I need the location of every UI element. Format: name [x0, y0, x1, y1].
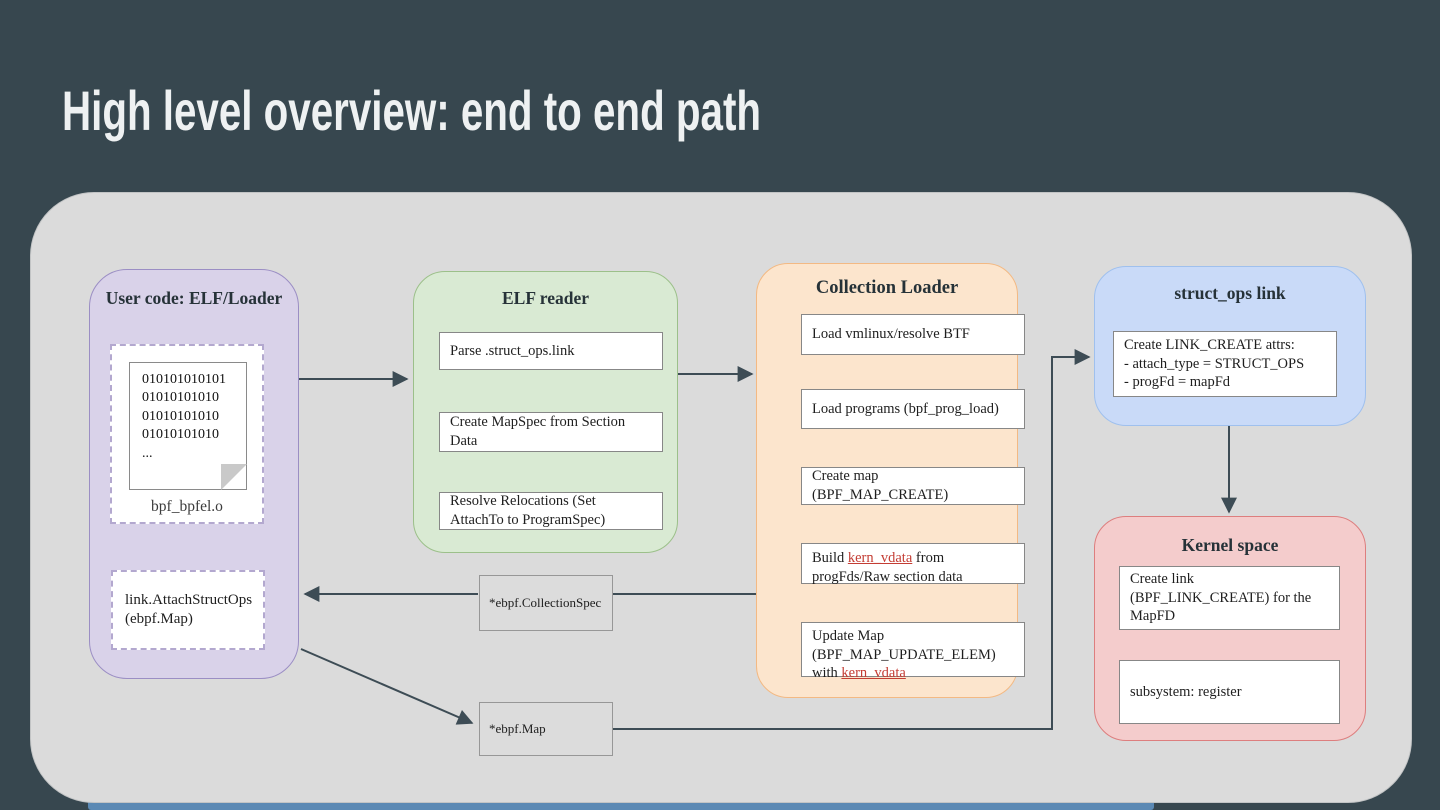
object-file-name: bpf_bpfel.o	[151, 498, 223, 515]
binary-content: 010101010101 01010101010 01010101010 010…	[142, 372, 226, 461]
group-collection-loader: Collection Loader Load vmlinux/resolve B…	[756, 263, 1025, 698]
group-user-code: User code: ELF/Loader 010101010101 01010…	[89, 269, 299, 679]
ebpf-map-node: *ebpf.Map	[479, 702, 613, 756]
slide-accent-bar	[88, 800, 1154, 810]
arrow-user-code-to-map	[300, 648, 474, 725]
cl-step-create-map: Create map (BPF_MAP_CREATE)	[801, 467, 1025, 505]
group-struct-ops-title: struct_ops link	[1174, 283, 1286, 303]
update-step-pre: Update Map (BPF_MAP_UPDATE_ELEM) with	[812, 628, 996, 682]
kern-vdata-link[interactable]: kern_vdata	[847, 550, 913, 566]
group-user-code-title: User code: ELF/Loader	[105, 288, 283, 308]
build-step-post: from progFds/Raw section data	[812, 550, 963, 585]
elf-step-relocations: Resolve Relocations (Set AttachTo to Pro…	[439, 492, 663, 530]
cl-step-load-btf: Load vmlinux/resolve BTF	[801, 314, 1025, 355]
link-create-attrs-node: Create LINK_CREATE attrs: - attach_type …	[1113, 331, 1337, 397]
kernel-step-create-link: Create link (BPF_LINK_CREATE) for the Ma…	[1119, 566, 1340, 630]
collectionspec-node: *ebpf.CollectionSpec	[479, 575, 613, 631]
group-kernel-space-title: Kernel space	[1181, 535, 1279, 555]
cl-step-build-vdata: Build kern_vdata from progFds/Raw sectio…	[801, 543, 1025, 585]
attach-struct-ops-node: link.AttachStructOps (ebpf.Map)	[111, 570, 265, 650]
cl-step-update-map: Update Map (BPF_MAP_UPDATE_ELEM) with ke…	[801, 622, 1025, 681]
page-title: High level overview: end to end path	[62, 79, 762, 142]
group-kernel-space: Kernel space Create link (BPF_LINK_CREAT…	[1094, 516, 1366, 741]
group-elf-reader: ELF reader Parse .struct_ops.link Create…	[413, 271, 678, 553]
object-file-container: 010101010101 01010101010 01010101010 010…	[110, 344, 264, 524]
cl-step-load-programs: Load programs (bpf_prog_load)	[801, 389, 1025, 429]
elf-step-mapspec: Create MapSpec from Section Data	[439, 412, 663, 452]
build-step-pre: Build	[812, 550, 848, 566]
elf-object-file-icon: 010101010101 01010101010 01010101010 010…	[129, 362, 247, 490]
kernel-step-register: subsystem: register	[1119, 660, 1340, 724]
group-elf-reader-title: ELF reader	[502, 288, 589, 308]
diagram-canvas: User code: ELF/Loader 010101010101 01010…	[30, 192, 1412, 803]
kern-vdata-link-2[interactable]: kern_vdata	[841, 665, 906, 682]
group-struct-ops-link: struct_ops link Create LINK_CREATE attrs…	[1094, 266, 1366, 426]
elf-step-parse: Parse .struct_ops.link	[439, 332, 663, 370]
group-collection-loader-title: Collection Loader	[815, 278, 959, 298]
